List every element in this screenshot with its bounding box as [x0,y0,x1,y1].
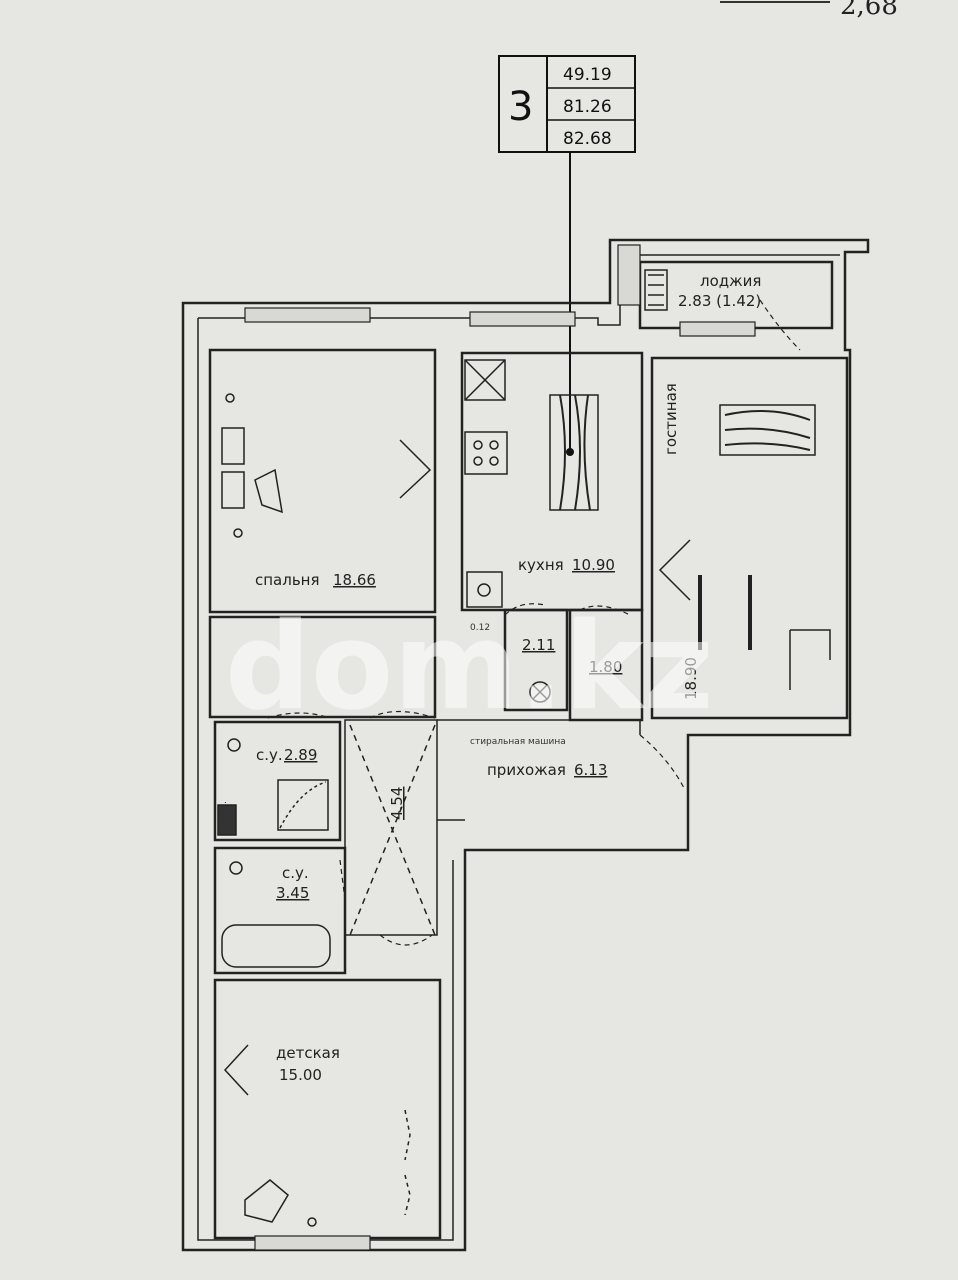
loggia-area: 2.83 (1.42) [678,292,761,310]
fixtures [217,269,831,1227]
hall-note: стиральная машина [470,737,566,747]
shaft-label: вент. [219,801,229,826]
wc1-name: с.у. [256,746,283,764]
corner-text: 2,68 [840,0,898,21]
hallway-area: 6.13 [574,761,607,779]
living-room-area: 18.90 [682,657,700,700]
closet-area: 1.80 [589,658,622,676]
wc1-area: 2.89 [284,746,317,764]
niche-label: 0.12 [470,623,490,633]
storage-area: 2.11 [522,636,555,654]
corridor-area: 4.54 [388,787,406,820]
kitchen-name: кухня [518,556,564,574]
total-area-value: 81.26 [563,97,612,117]
kitchen-area: 10.90 [572,556,615,574]
hallway-name: прихожая [487,761,566,779]
living-room-name: гостиная [662,383,680,455]
room-labels: лоджия 2.83 (1.42) гостиная 18.90 спальн… [219,272,761,1084]
kids-room-name: детская [276,1044,340,1062]
apartment-legend: 3 49.19 81.26 82.68 [498,55,636,456]
rooms-count: 3 [508,84,533,130]
windows [244,244,756,1251]
bedroom-name: спальня [255,571,320,589]
living-area-value: 49.19 [563,65,612,85]
wc2-name: с.у. [282,864,309,882]
bedroom-area: 18.66 [333,571,376,589]
total-with-loggia-value: 82.68 [563,129,612,149]
wc2-area: 3.45 [276,884,309,902]
kids-room-area: 15.00 [279,1066,322,1084]
doors [267,299,801,946]
loggia-name: лоджия [700,272,761,290]
walls [181,238,870,1252]
watermark: dom.kz [225,598,714,737]
